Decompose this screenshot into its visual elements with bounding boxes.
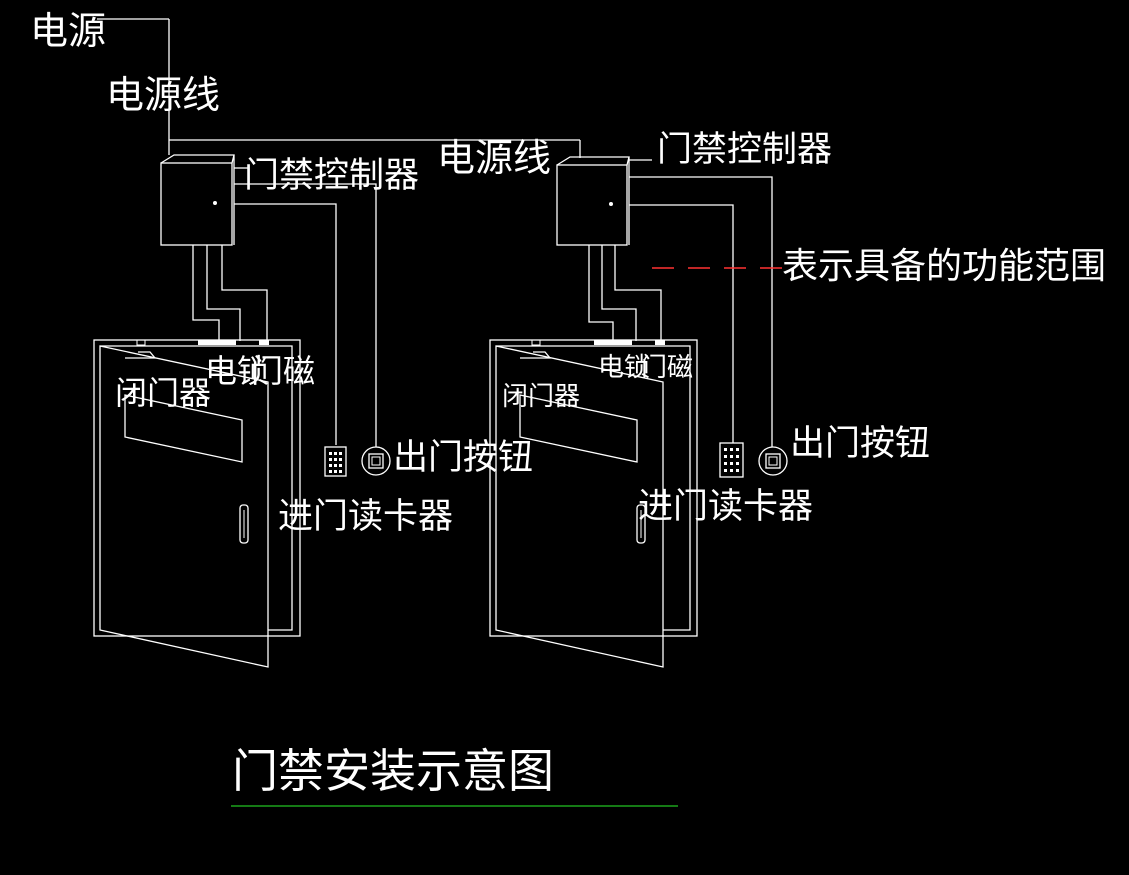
controller-2-lock-wire-b [601,245,637,341]
exit-button-1 [361,446,391,476]
controller-2 [556,156,773,447]
label-electric-lock-2: 电锁 [598,353,650,383]
controller-1-box [160,162,233,246]
card-reader-2 [719,442,744,478]
diagram-title: 门禁安装示意图 [232,744,554,798]
door-2 [489,339,698,668]
card-reader-2-body [719,442,744,478]
controller-2-exit-wire [629,176,773,447]
card-reader-1 [324,446,347,477]
door-2-frame-outer [489,339,698,637]
door-1-frame-outer [93,339,301,637]
door-2-window [519,394,638,463]
exit-button-2 [758,446,788,476]
door-2-handle [636,504,646,544]
exit-button-2-face [765,453,781,469]
door-1 [93,339,301,668]
label-power-source: 电源 [30,9,106,53]
controller-1 [160,154,377,447]
label-controller-2: 门禁控制器 [657,130,832,170]
controller-2-top [556,156,630,166]
door-2-electric-lock [594,340,632,345]
controller-1-reader-wire [234,203,337,445]
controller-1-exit-wire [234,183,377,447]
controller-2-box [556,164,628,246]
door-2-closer-mount [531,339,541,346]
label-power-line-1: 电源线 [106,73,220,117]
label-door-closer-1: 闭门器 [115,374,211,412]
door-1-window [124,394,243,463]
controller-1-lock-wire-b [206,245,241,341]
label-electric-lock-1: 电锁 [205,352,269,390]
exit-button-1-face [368,453,384,469]
door-1-frame-inner [100,345,293,631]
door-1-leaf [99,345,269,668]
label-power-line-2: 电源线 [437,136,551,180]
exit-button-1-core [371,456,381,466]
controller-1-lock-wire-a [192,245,220,341]
door-1-electric-lock [198,340,236,345]
controller-2-reader-wire [629,204,734,443]
controller-1-top [160,154,235,164]
exit-button-2-ring [758,446,788,476]
label-card-reader-2: 进门读卡器 [638,487,813,527]
controller-1-keyhole [213,201,217,205]
door-1-handle [239,504,249,544]
door-2-door-magnet [655,340,665,345]
label-legend: 表示具备的功能范围 [782,246,1106,287]
label-door-closer-2: 闭门器 [502,382,580,412]
door-1-door-closer-arm [125,351,157,359]
label-door-magnet-2: 门磁 [641,353,693,383]
controller-2-magnet-wire [614,245,662,341]
controller-2-lock-wire-a [588,245,614,341]
door-1-door-magnet [259,340,269,345]
label-door-magnet-1: 门磁 [251,352,315,390]
exit-button-1-ring [361,446,391,476]
door-2-door-closer-arm [520,351,552,359]
card-reader-1-body [324,446,347,477]
label-exit-button-2: 出门按钮 [790,424,930,464]
power-wiring [97,18,581,158]
label-exit-button-1: 出门按钮 [393,438,533,478]
label-card-reader-1: 进门读卡器 [278,497,453,537]
door-1-closer-mount [136,339,146,346]
controller-2-keyhole [609,202,613,206]
label-controller-1: 门禁控制器 [244,156,419,196]
door-2-frame-inner [496,345,691,631]
exit-button-2-core [768,456,778,466]
controller-1-magnet-wire [221,245,268,341]
door-2-leaf [495,345,664,668]
